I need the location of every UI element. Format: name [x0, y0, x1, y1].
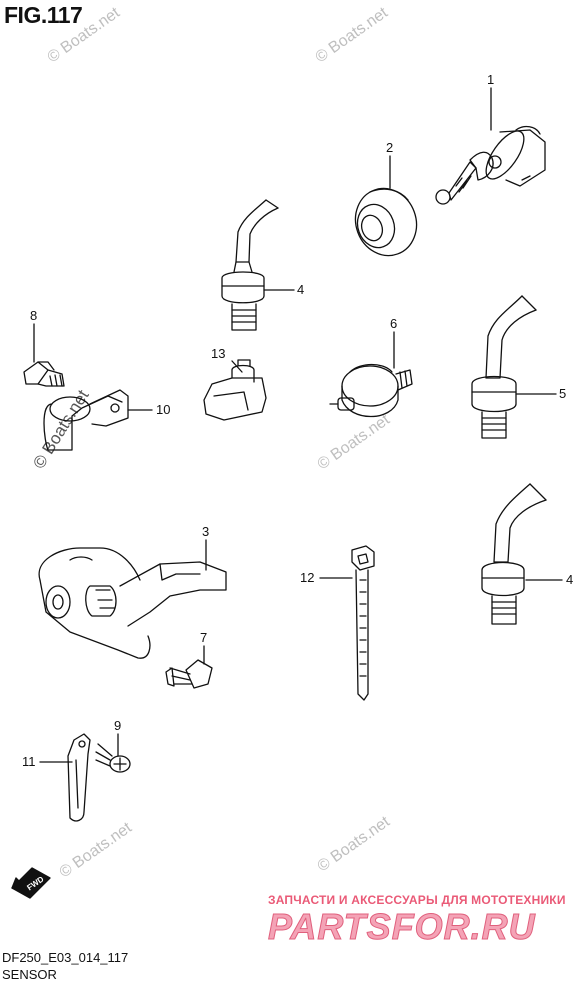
part-4-sensor-upper — [221, 199, 279, 331]
part-12-cable-tie — [351, 545, 375, 701]
shop-logo[interactable]: PARTSFOR.RU — [268, 906, 536, 948]
fwd-arrow-icon: FWD — [11, 867, 51, 899]
callout-labels: 1 2 3 4 4 5 6 7 8 9 10 11 12 13 — [22, 72, 573, 769]
part-5-sensor — [471, 295, 537, 439]
watermark-text: © Boats.net — [45, 4, 124, 66]
part-8-bolt — [23, 361, 65, 387]
part-4-sensor-lower — [481, 483, 547, 625]
callout-1: 1 — [487, 72, 494, 87]
watermark-text: © Boats.net — [313, 4, 392, 66]
watermark-text: © Boats.net — [29, 386, 92, 472]
figure-code: DF250_E03_014_117 — [2, 950, 129, 965]
callout-2: 2 — [386, 140, 393, 155]
callout-4-lower: 4 — [566, 572, 573, 587]
callout-9: 9 — [114, 718, 121, 733]
callout-4-upper: 4 — [297, 282, 304, 297]
part-3-bracket — [38, 547, 227, 659]
callout-8: 8 — [30, 308, 37, 323]
part-6-knock-sensor — [329, 363, 413, 418]
watermark-text: © Boats.net — [315, 411, 394, 473]
figure-name: SENSOR — [2, 967, 57, 982]
callout-7: 7 — [200, 630, 207, 645]
part-9-screw — [95, 743, 131, 773]
callout-5: 5 — [559, 386, 566, 401]
leader-lines — [33, 87, 563, 763]
callout-11: 11 — [22, 754, 36, 769]
part-7-bolt — [165, 659, 213, 689]
part-13-clip — [203, 359, 267, 421]
part-11-strap — [67, 733, 91, 822]
watermark-text: © Boats.net — [315, 813, 394, 875]
callout-13: 13 — [211, 346, 225, 361]
part-1-sensor — [435, 125, 546, 205]
callout-3: 3 — [202, 524, 209, 539]
callout-6: 6 — [390, 316, 397, 331]
watermark-text: © Boats.net — [57, 819, 136, 881]
part-2-grommet — [354, 187, 418, 257]
figure-title: FIG.117 — [4, 2, 83, 28]
part-10-clamp — [43, 389, 129, 451]
callout-10: 10 — [156, 402, 170, 417]
callout-12: 12 — [300, 570, 314, 585]
shop-tagline: ЗАПЧАСТИ И АКСЕССУАРЫ ДЛЯ МОТОТЕХНИКИ — [268, 893, 566, 907]
watermarks: © Boats.net © Boats.net © Boats.net © Bo… — [29, 4, 393, 881]
